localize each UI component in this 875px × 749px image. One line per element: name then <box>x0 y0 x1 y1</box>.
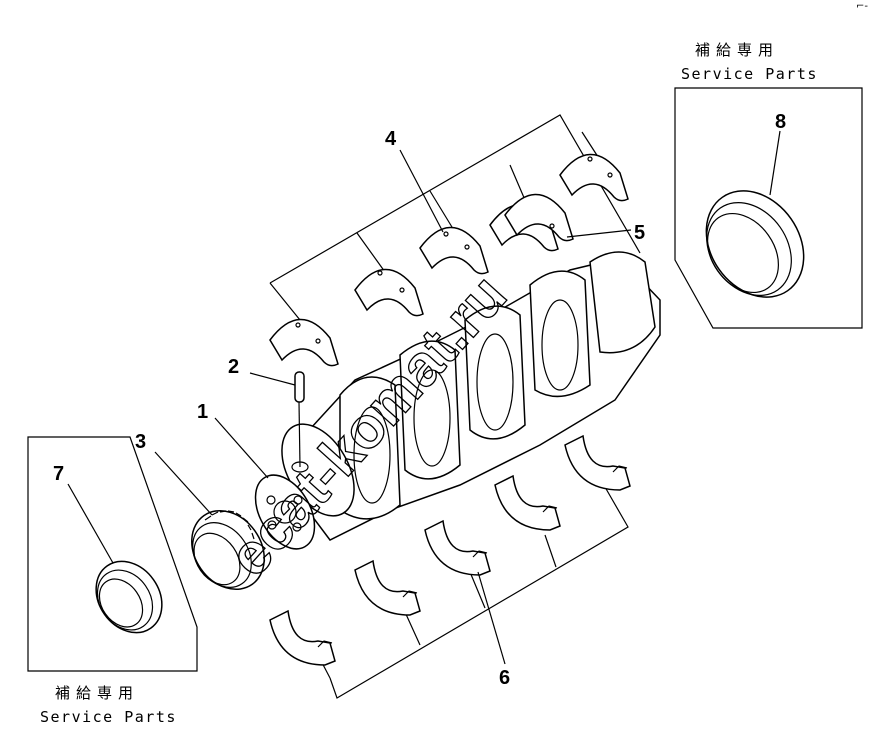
part-7-bushing <box>95 560 163 634</box>
thrust-bearing-shell <box>489 193 574 252</box>
upper-bearing-shell <box>269 318 339 367</box>
lower-bearing-shell <box>494 474 561 531</box>
leader-3 <box>154 451 213 516</box>
callout-5: 5 <box>634 222 645 244</box>
service-parts-jp-label-right: 補給専用 <box>695 41 779 59</box>
service-parts-box-left: 補給専用 Service Parts <box>27 436 198 726</box>
part-2-pin <box>294 371 305 468</box>
callout-2: 2 <box>228 356 239 378</box>
leader-lines <box>67 130 781 665</box>
part-3-gear <box>191 509 265 591</box>
upper-bearing-shell <box>559 153 629 202</box>
lower-bearing-shell <box>269 609 336 666</box>
service-box-frame-left <box>27 436 198 672</box>
service-parts-jp-label-left: 補給専用 <box>55 684 139 702</box>
service-parts-box-right: 補給専用 Service Parts <box>674 41 863 329</box>
leader-7 <box>67 483 114 564</box>
leader-5 <box>566 229 632 238</box>
lower-main-bearings <box>269 434 631 666</box>
service-box-frame-right <box>674 87 863 329</box>
page-mark: ⌐- <box>856 1 868 12</box>
lower-bearing-shell <box>354 559 421 616</box>
callout-1: 1 <box>197 401 208 423</box>
leader-2 <box>249 372 296 386</box>
callout-6: 6 <box>499 667 510 689</box>
upper-bearing-shell <box>354 268 424 317</box>
callout-3: 3 <box>135 431 146 453</box>
upper-bearing-shell <box>419 226 489 275</box>
callout-8: 8 <box>775 111 786 133</box>
part-1-crankshaft <box>254 251 661 550</box>
leader-8 <box>769 130 781 196</box>
lower-bearing-shell <box>424 519 491 576</box>
service-parts-en-label-left: Service Parts <box>40 708 177 726</box>
part-8-bushing <box>705 190 805 298</box>
leader-1 <box>214 417 269 479</box>
service-parts-en-label-right: Service Parts <box>681 65 818 83</box>
callout-4: 4 <box>385 128 397 150</box>
upper-main-bearings <box>269 153 629 367</box>
lower-bearing-shell <box>564 434 631 491</box>
callout-7: 7 <box>53 463 64 485</box>
leader-4 <box>399 149 444 233</box>
leader-6 <box>477 571 506 665</box>
